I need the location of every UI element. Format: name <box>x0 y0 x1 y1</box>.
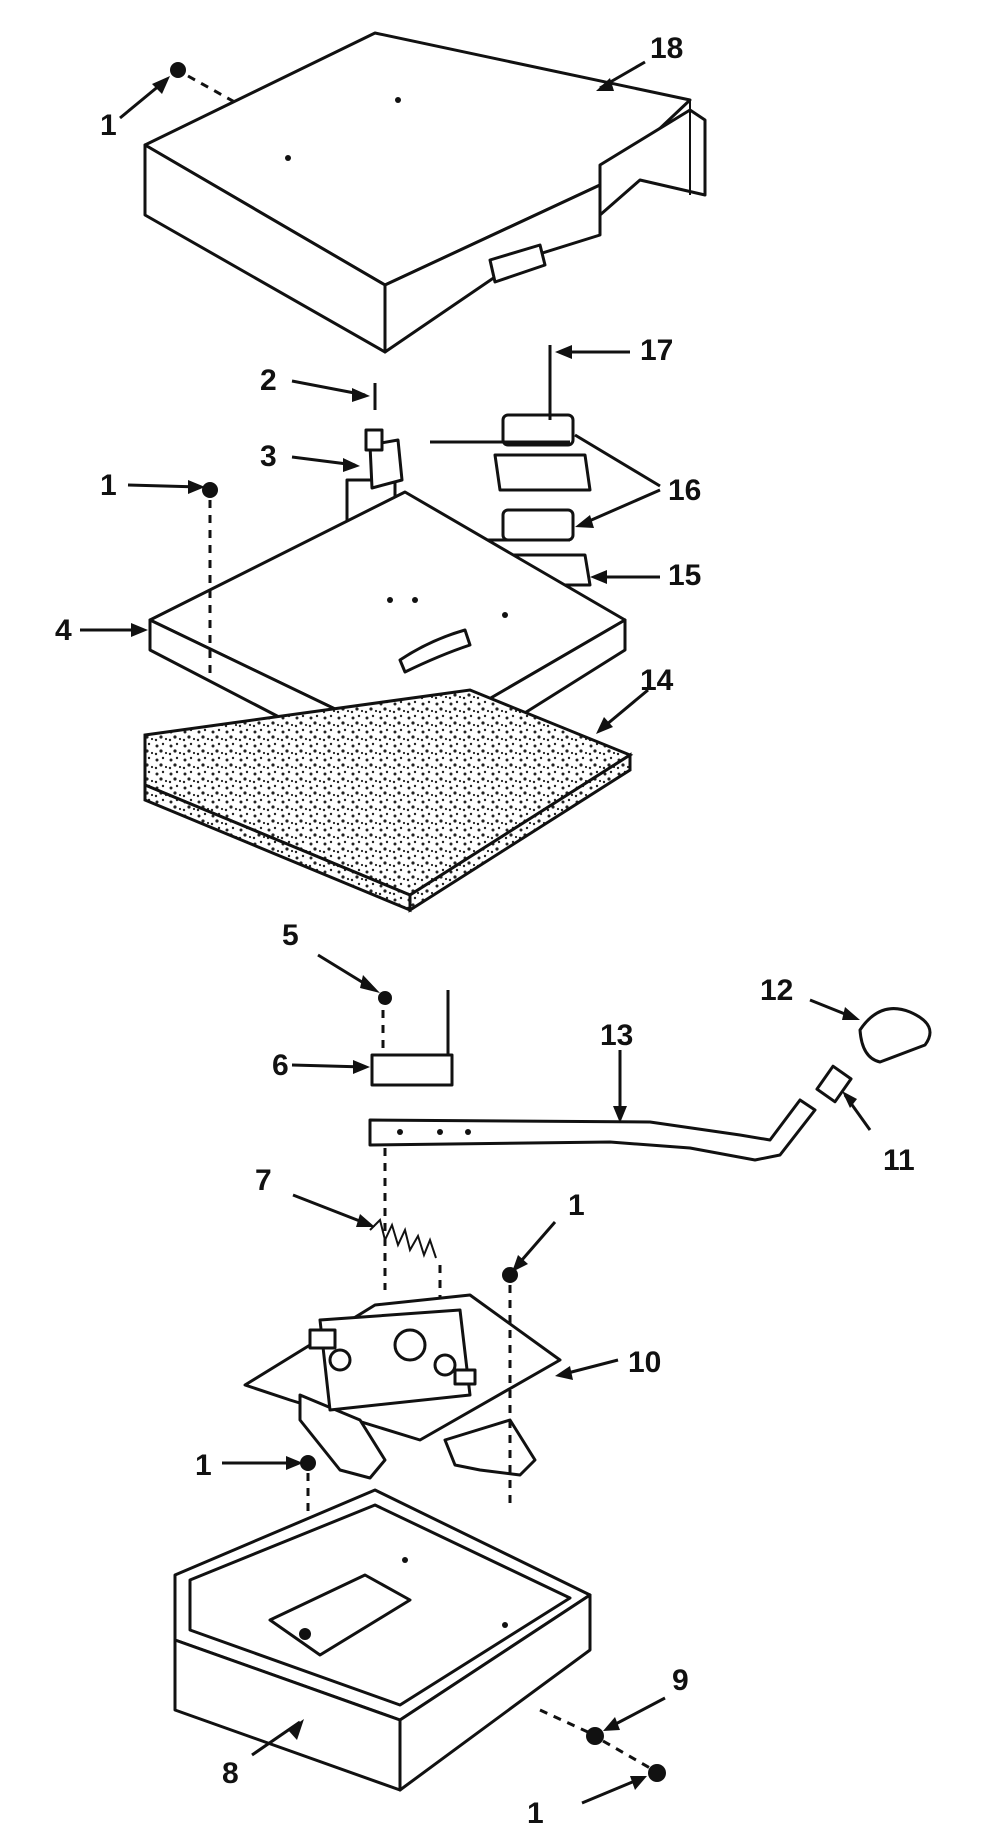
callout-2: 2 <box>260 364 277 397</box>
callout-7: 7 <box>255 1164 272 1197</box>
callout-14: 14 <box>640 664 674 697</box>
callout-17: 17 <box>640 334 673 367</box>
callout-9: 9 <box>672 1664 689 1697</box>
part-10-latch <box>243 1293 562 1480</box>
callout-3: 3 <box>260 440 277 473</box>
part-13-lever <box>368 1007 932 1290</box>
callout-13: 13 <box>600 1019 633 1052</box>
callout-11: 11 <box>883 1144 915 1177</box>
callout-12: 12 <box>760 974 793 1007</box>
callout-1-bottom: 1 <box>527 1797 544 1830</box>
callout-16: 16 <box>668 474 701 507</box>
part-14-insulation <box>143 688 634 913</box>
part-8-base-tray <box>173 1488 592 1792</box>
callout-10: 10 <box>628 1346 661 1379</box>
callout-1-top: 1 <box>100 109 117 142</box>
callout-labels: 1 18 2 17 3 1 16 15 4 14 5 12 13 6 11 7 … <box>55 32 915 1830</box>
part-6-bracket <box>370 990 454 1087</box>
part-7-spring <box>369 1218 442 1300</box>
callout-18: 18 <box>650 32 683 65</box>
screw-9-and-1 <box>539 1708 666 1782</box>
callout-1-base: 1 <box>195 1449 212 1482</box>
screw-1-top <box>170 62 241 107</box>
callout-1-latch: 1 <box>568 1189 585 1222</box>
callout-5: 5 <box>282 919 299 952</box>
screw-1-middle <box>202 482 218 680</box>
callout-15: 15 <box>668 559 701 592</box>
callout-8: 8 <box>222 1757 239 1790</box>
callout-6: 6 <box>272 1049 289 1082</box>
leader-lines <box>80 60 872 1805</box>
callout-1-middle: 1 <box>100 469 117 502</box>
part-18-top-cover <box>143 31 707 354</box>
callout-4: 4 <box>55 614 72 647</box>
